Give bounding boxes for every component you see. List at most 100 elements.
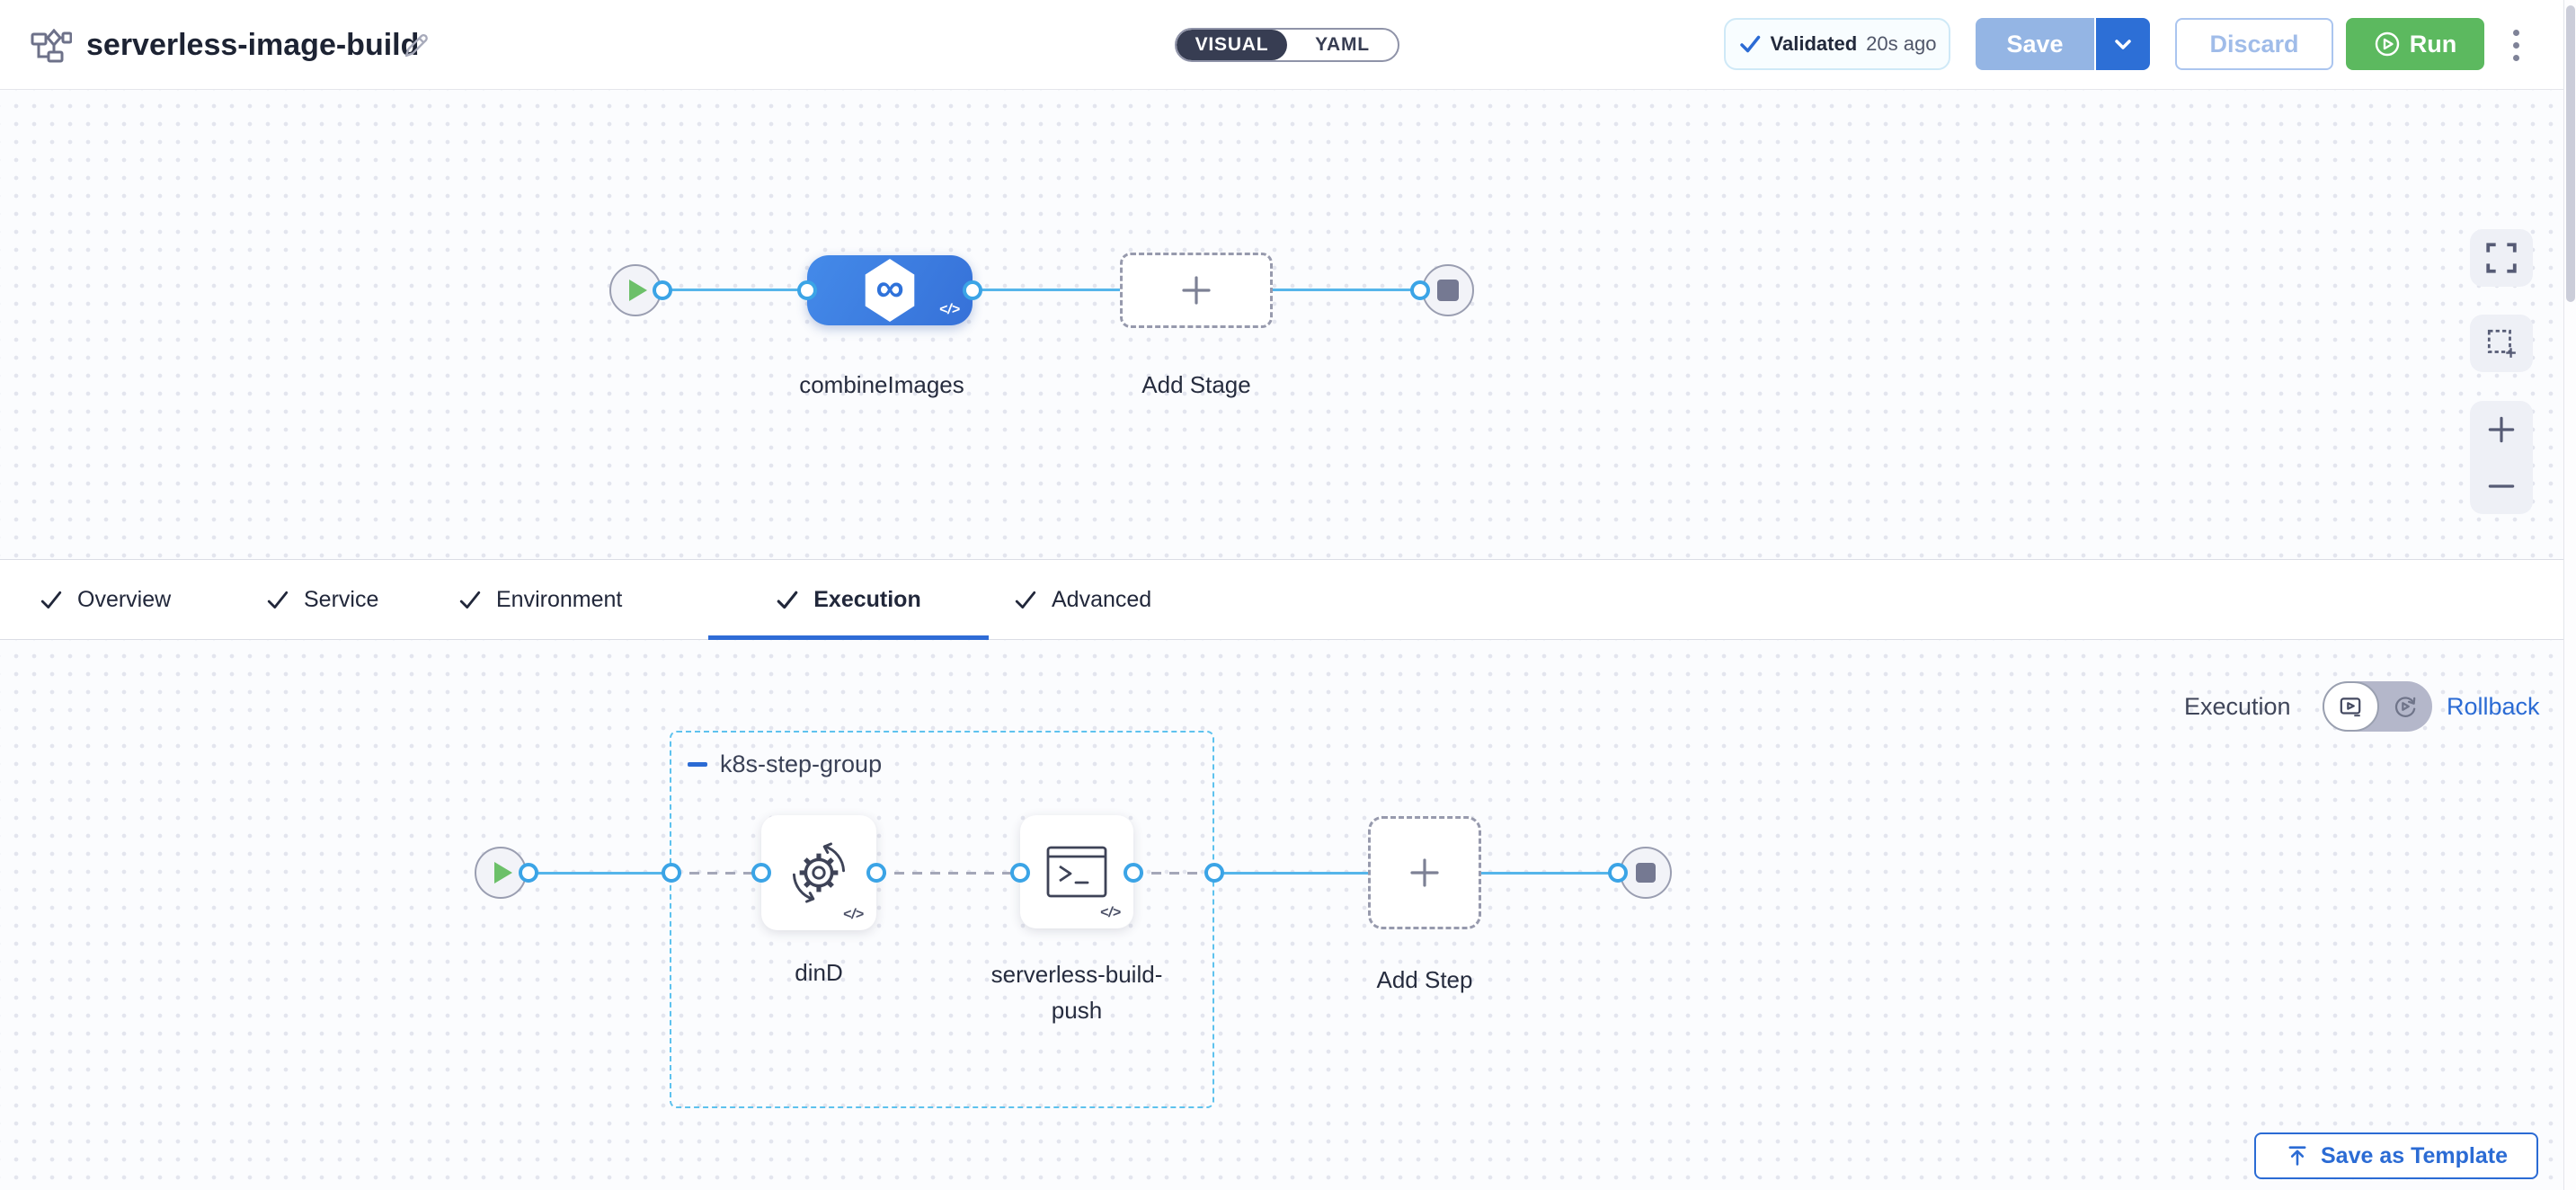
- check-icon: [40, 591, 62, 608]
- execution-mode-button[interactable]: [2323, 681, 2379, 732]
- connector-line-dashed: [876, 872, 1020, 875]
- upload-icon: [2288, 1146, 2306, 1166]
- zoom-out-icon[interactable]: [2484, 469, 2518, 503]
- fit-view-icon: [2486, 243, 2517, 273]
- start-play-icon: [494, 862, 512, 884]
- connector-line: [662, 289, 807, 291]
- connector-port[interactable]: [1010, 863, 1030, 883]
- connector-port[interactable]: [1410, 280, 1430, 300]
- connector-port[interactable]: [797, 280, 817, 300]
- tab-execution[interactable]: Execution: [708, 560, 989, 640]
- save-split-button: Save: [1976, 18, 2150, 70]
- save-divider: [2094, 18, 2096, 70]
- code-badge-icon: </>: [842, 907, 864, 922]
- connector-port[interactable]: [662, 863, 681, 883]
- execution-mode-label: Execution: [2184, 692, 2291, 720]
- save-dropdown-button[interactable]: [2096, 18, 2150, 70]
- check-icon: [777, 591, 798, 608]
- connector-line: [1481, 872, 1618, 875]
- connector-line-dashed: [671, 872, 761, 875]
- stage-node-combineimages[interactable]: ∞ </>: [807, 255, 973, 325]
- run-step-terminal-icon: [1046, 846, 1107, 898]
- pipeline-end-node: [1422, 264, 1474, 316]
- execution-rollback-toggle: [2323, 681, 2432, 732]
- connector-line: [1214, 872, 1368, 875]
- collapse-group-icon[interactable]: [688, 762, 707, 767]
- active-tab-underline: [708, 635, 989, 640]
- validated-badge: Validated 20s ago: [1724, 18, 1950, 70]
- tab-yaml[interactable]: YAML: [1315, 34, 1370, 55]
- add-step-button[interactable]: [1368, 816, 1481, 929]
- stage-config-tabbar: Overview Service Environment Execution A…: [0, 559, 2576, 1179]
- connector-line: [1273, 289, 1420, 291]
- execution-canvas[interactable]: Execution Rollback k8s-step-group: [0, 640, 2576, 1190]
- rollback-icon: [2395, 697, 2416, 717]
- add-step-label[interactable]: Add Step: [1376, 966, 1473, 993]
- connector-port[interactable]: [653, 280, 672, 300]
- check-icon: [1015, 591, 1036, 608]
- stage-name-label[interactable]: combineImages: [799, 371, 964, 398]
- docker-in-docker-icon: [792, 842, 846, 903]
- step-name-label[interactable]: serverless-build-push: [990, 961, 1163, 1024]
- step-node-serverless-build-push[interactable]: </>: [1020, 815, 1133, 928]
- connector-port[interactable]: [1124, 863, 1143, 883]
- stop-icon: [1636, 863, 1656, 883]
- page-title: serverless-image-build: [86, 27, 420, 62]
- tab-overview[interactable]: Overview: [40, 560, 171, 640]
- vertical-scrollbar[interactable]: [2563, 0, 2576, 1190]
- zoom-in-icon[interactable]: [2484, 413, 2518, 447]
- header: serverless-image-build VISUAL YAML Valid…: [0, 0, 2576, 90]
- run-button[interactable]: Run: [2346, 18, 2484, 70]
- edit-pencil-icon[interactable]: [401, 31, 431, 61]
- discard-button[interactable]: Discard: [2175, 18, 2333, 70]
- plus-icon: [1410, 858, 1439, 887]
- code-badge-icon: </>: [938, 302, 960, 317]
- pipeline-icon: [31, 29, 72, 63]
- start-play-icon: [629, 280, 647, 301]
- plus-icon: [1182, 276, 1211, 305]
- connector-port[interactable]: [751, 863, 771, 883]
- execution-steps-icon: [2340, 697, 2361, 717]
- connector-port[interactable]: [963, 280, 982, 300]
- code-badge-icon: </>: [1099, 905, 1121, 920]
- ci-stage-icon: ∞: [865, 259, 915, 322]
- add-stage-label[interactable]: Add Stage: [1141, 371, 1251, 398]
- stage-canvas[interactable]: ∞ </> combineImages Add Stage: [0, 90, 2576, 559]
- connector-line-dashed: [1133, 872, 1214, 875]
- scrollbar-thumb[interactable]: [2566, 5, 2575, 302]
- chevron-down-icon: [2115, 40, 2131, 49]
- add-stage-button[interactable]: [1120, 253, 1273, 328]
- rollback-link[interactable]: Rollback: [2447, 692, 2540, 720]
- connector-line: [973, 289, 1120, 291]
- visual-yaml-toggle: VISUAL YAML: [1175, 28, 1399, 62]
- connector-port[interactable]: [1204, 863, 1224, 883]
- tab-advanced[interactable]: Advanced: [1014, 560, 1151, 640]
- save-as-template-button[interactable]: Save as Template: [2254, 1132, 2538, 1179]
- marquee-selection-icon: [2487, 329, 2516, 358]
- tab-environment[interactable]: Environment: [458, 560, 622, 640]
- check-icon: [1739, 35, 1760, 53]
- connector-port[interactable]: [866, 863, 886, 883]
- execution-start-node: [475, 847, 527, 899]
- play-circle-icon: [2375, 31, 2399, 57]
- connector-line: [529, 872, 671, 875]
- step-name-label[interactable]: dinD: [795, 959, 843, 986]
- validated-label: Validated: [1770, 32, 1858, 55]
- connector-port[interactable]: [519, 863, 538, 883]
- more-options-button[interactable]: [2506, 0, 2526, 90]
- tab-visual[interactable]: VISUAL: [1177, 30, 1287, 60]
- step-group-label[interactable]: k8s-step-group: [720, 750, 883, 777]
- step-node-dind[interactable]: </>: [761, 815, 876, 930]
- save-button[interactable]: Save: [1976, 18, 2094, 70]
- step-group-k8s[interactable]: k8s-step-group: [670, 731, 1214, 1108]
- tab-service[interactable]: Service: [266, 560, 378, 640]
- pipeline-start-node: [609, 264, 662, 316]
- zoom-controls: [2470, 401, 2533, 514]
- run-label: Run: [2409, 30, 2457, 58]
- stop-icon: [1437, 280, 1459, 301]
- rollback-mode-button[interactable]: [2379, 681, 2432, 732]
- marquee-select-button[interactable]: [2470, 315, 2533, 372]
- connector-port[interactable]: [1608, 863, 1628, 883]
- fit-to-screen-button[interactable]: [2470, 229, 2533, 287]
- check-icon: [267, 591, 289, 608]
